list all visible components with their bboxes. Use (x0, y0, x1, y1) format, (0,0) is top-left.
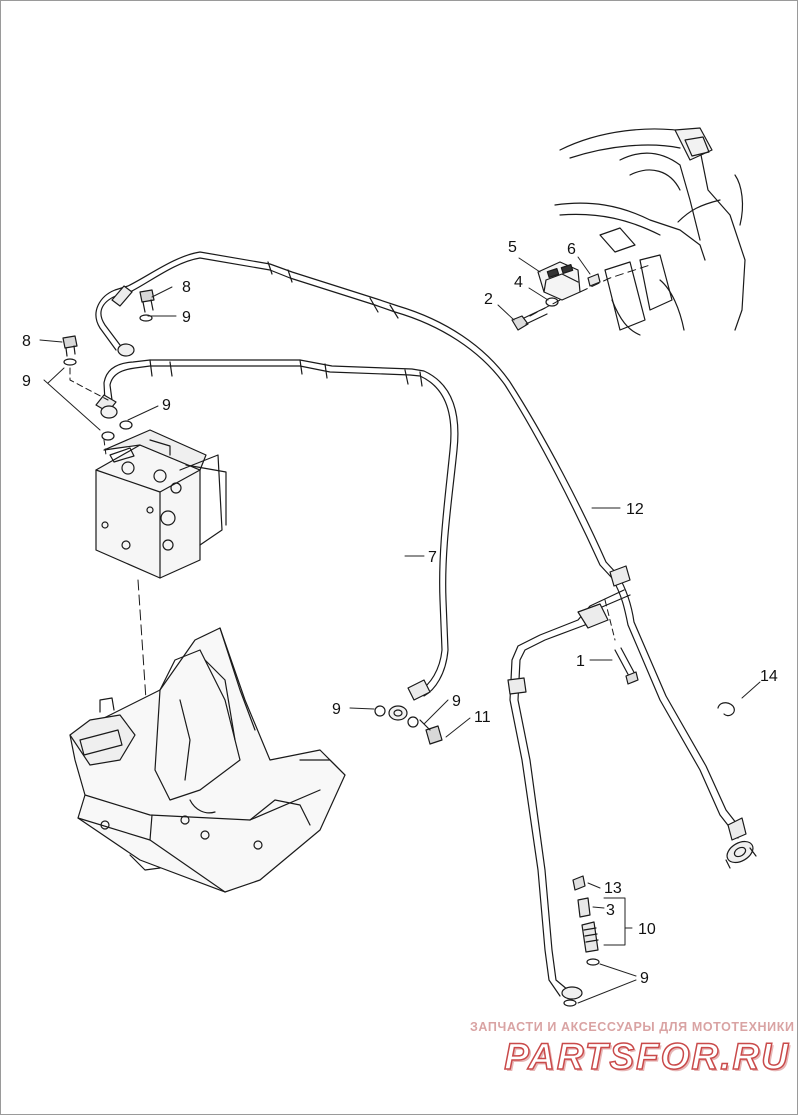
callout-2: 2 (484, 291, 493, 308)
bleeder-assembly (572, 875, 599, 953)
bolt-11 (419, 719, 443, 745)
brake-line-rear (507, 589, 631, 1000)
abs-mounting-tray (69, 627, 346, 893)
watermark-tagline: ЗАПЧАСТИ И АКСЕССУАРЫ ДЛЯ МОТОТЕХНИКИ (470, 1020, 795, 1034)
washer-9c (101, 431, 115, 441)
clip-14 (717, 702, 735, 717)
screw-6 (587, 273, 601, 287)
callout-5: 5 (508, 239, 517, 256)
callout-11: 11 (474, 709, 491, 726)
banjo-fitting-upper (117, 343, 135, 357)
washer-9g (374, 705, 386, 717)
bolt-8-upper (139, 289, 155, 313)
callout-13: 13 (604, 880, 622, 897)
abs-hydraulic-unit (95, 429, 227, 579)
callout-8-left: 8 (22, 333, 31, 350)
bolt-1 (614, 647, 639, 685)
bolt-8-left (62, 335, 78, 357)
callout-8-upper: 8 (182, 279, 191, 296)
washer-4 (545, 297, 559, 307)
callout-9-line7-left: 9 (332, 701, 341, 718)
brake-line-7 (95, 359, 459, 721)
callout-9-upper: 9 (182, 309, 191, 326)
callout-4: 4 (514, 274, 523, 291)
callout-9-abs: 9 (162, 397, 171, 414)
washer-9a (139, 314, 153, 322)
watermark: ЗАПЧАСТИ И АКСЕССУАРЫ ДЛЯ МОТОТЕХНИКИ PA… (470, 1020, 795, 1078)
brake-line-12 (95, 251, 757, 869)
frame-steering-head (554, 127, 746, 336)
washer-9e (586, 958, 600, 966)
callout-3: 3 (606, 902, 615, 919)
watermark-logo: PARTSFOR.RU (503, 1035, 790, 1078)
callout-9-bleeder: 9 (640, 970, 649, 987)
callout-1: 1 (576, 653, 585, 670)
washer-9d (119, 420, 133, 430)
callout-7: 7 (428, 549, 437, 566)
washer-9b (63, 358, 77, 366)
callout-12: 12 (626, 501, 644, 518)
callout-9-left: 9 (22, 373, 31, 390)
callout-14: 14 (760, 668, 778, 685)
leader-lines (39, 256, 761, 1004)
callout-9-line7-right: 9 (452, 693, 461, 710)
bolt-2 (511, 307, 548, 331)
washer-9h (407, 716, 419, 728)
bracket-clip-5 (537, 261, 581, 301)
callout-10: 10 (638, 921, 656, 938)
callout-6: 6 (567, 241, 576, 258)
washer-9f (563, 999, 577, 1007)
